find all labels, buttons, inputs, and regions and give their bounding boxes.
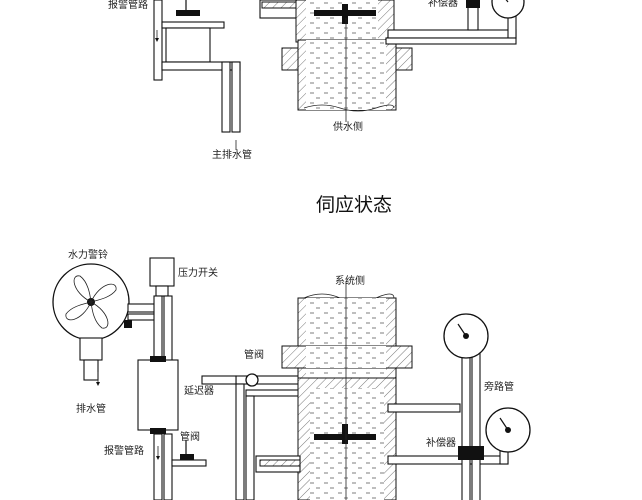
top-diagram: 报警管路 主排水管 供水侧 补偿器 (108, 0, 525, 161)
pressure-switch-label: 压力开关 (178, 266, 218, 279)
test-valve (245, 373, 259, 387)
top-supply-side-label: 供水侧 (333, 120, 363, 133)
top-main-pipe-label: 主排水管 (212, 148, 252, 161)
bypass-label: 旁路管 (484, 380, 514, 393)
bottom-diagram: 水力警铃 排水管 压力开关 延迟器 管阀 报警管路 (52, 248, 531, 500)
system-side-label: 系统侧 (335, 274, 365, 287)
drain-label: 排水管 (76, 402, 106, 415)
water-alarm-bell (52, 263, 157, 386)
top-bypass-pipe (385, 0, 525, 45)
top-compensator-label: 补偿器 (428, 0, 458, 9)
water-bell-label: 水力警铃 (68, 248, 108, 261)
top-alarm-pipe-label: 报警管路 (108, 0, 148, 11)
state-caption: 伺应状态 (316, 194, 392, 216)
valve-label: 管阀 (180, 430, 200, 443)
delay-label: 延迟器 (184, 384, 214, 397)
alarm-pipe-column (137, 295, 207, 500)
top-alarm-pipe (153, 0, 241, 150)
top-valve-body (259, 0, 413, 122)
bottom-alarm-pipe-label: 报警管路 (104, 444, 144, 457)
bottom-bypass-pipe (387, 313, 531, 500)
pressure-switch (149, 257, 175, 297)
top-pressure-gauge (491, 0, 525, 19)
gauge-label: 管阀 (244, 348, 264, 361)
alarm-connection-pipe (201, 373, 307, 500)
bottom-compensator-label: 补偿器 (426, 436, 456, 449)
bottom-valve-body (255, 282, 413, 500)
delay-chamber (137, 359, 179, 431)
